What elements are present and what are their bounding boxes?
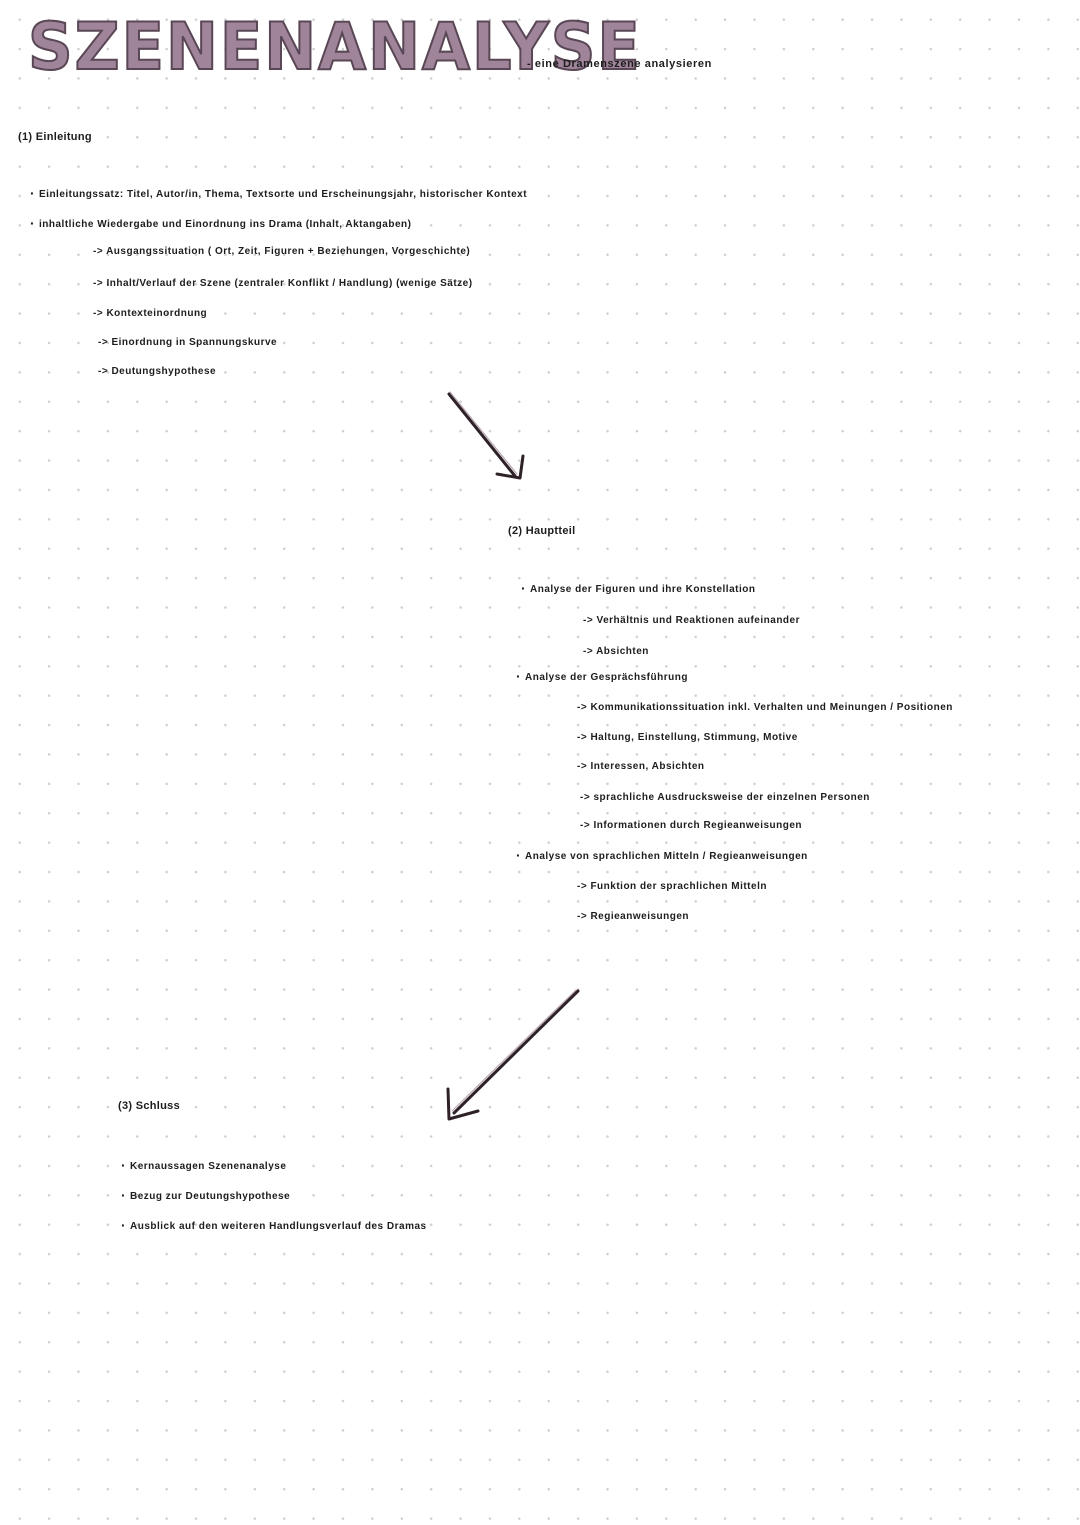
- sub-list-item: -> Interessen, Absichten: [577, 761, 705, 772]
- page-title: SZENENANALYSE: [27, 7, 642, 86]
- sub-list-item: -> Kommunikationssituation inkl. Verhalt…: [577, 702, 953, 713]
- sub-list-item: -> Regieanweisungen: [577, 911, 690, 922]
- sub-list-item: -> Absichten: [583, 646, 649, 657]
- section-heading-schluss: (3) Schluss: [118, 1100, 180, 1112]
- list-item: Analyse der Figuren und ihre Konstellati…: [521, 580, 755, 596]
- section-heading-einleitung: (1) Einleitung: [18, 131, 92, 143]
- list-item: Kernaussagen Szenenanalyse: [121, 1157, 286, 1173]
- list-item: Analyse von sprachlichen Mitteln / Regie…: [516, 847, 808, 863]
- sub-list-item: -> Einordnung in Spannungskurve: [98, 337, 278, 348]
- list-item: Einleitungssatz: Titel, Autor/in, Thema,…: [30, 185, 527, 201]
- page-subtitle: - eine Dramenszene analysieren: [527, 58, 712, 70]
- list-item: Analyse der Gesprächsführung: [516, 668, 688, 684]
- sub-list-item: -> Ausgangssituation ( Ort, Zeit, Figure…: [93, 246, 471, 257]
- sub-list-item: -> Verhältnis und Reaktionen aufeinander: [583, 615, 800, 626]
- section-heading-hauptteil: (2) Hauptteil: [508, 525, 576, 537]
- sub-list-item: -> Inhalt/Verlauf der Szene (zentraler K…: [93, 278, 473, 289]
- sub-list-item: -> Haltung, Einstellung, Stimmung, Motiv…: [577, 732, 798, 743]
- arrow-down-right-icon: [447, 391, 525, 480]
- list-item: Bezug zur Deutungshypothese: [121, 1187, 290, 1203]
- sub-list-item: -> Informationen durch Regieanweisungen: [580, 820, 803, 831]
- sub-list-item: -> sprachliche Ausdrucksweise der einzel…: [580, 792, 870, 803]
- sub-list-item: -> Deutungshypothese: [98, 366, 217, 377]
- sub-list-item: -> Funktion der sprachlichen Mitteln: [577, 881, 767, 892]
- sub-list-item: -> Kontexteinordnung: [93, 308, 208, 319]
- list-item: Ausblick auf den weiteren Handlungsverla…: [121, 1217, 427, 1233]
- arrow-down-left-icon: [446, 989, 580, 1121]
- list-item: inhaltliche Wiedergabe und Einordnung in…: [30, 215, 411, 231]
